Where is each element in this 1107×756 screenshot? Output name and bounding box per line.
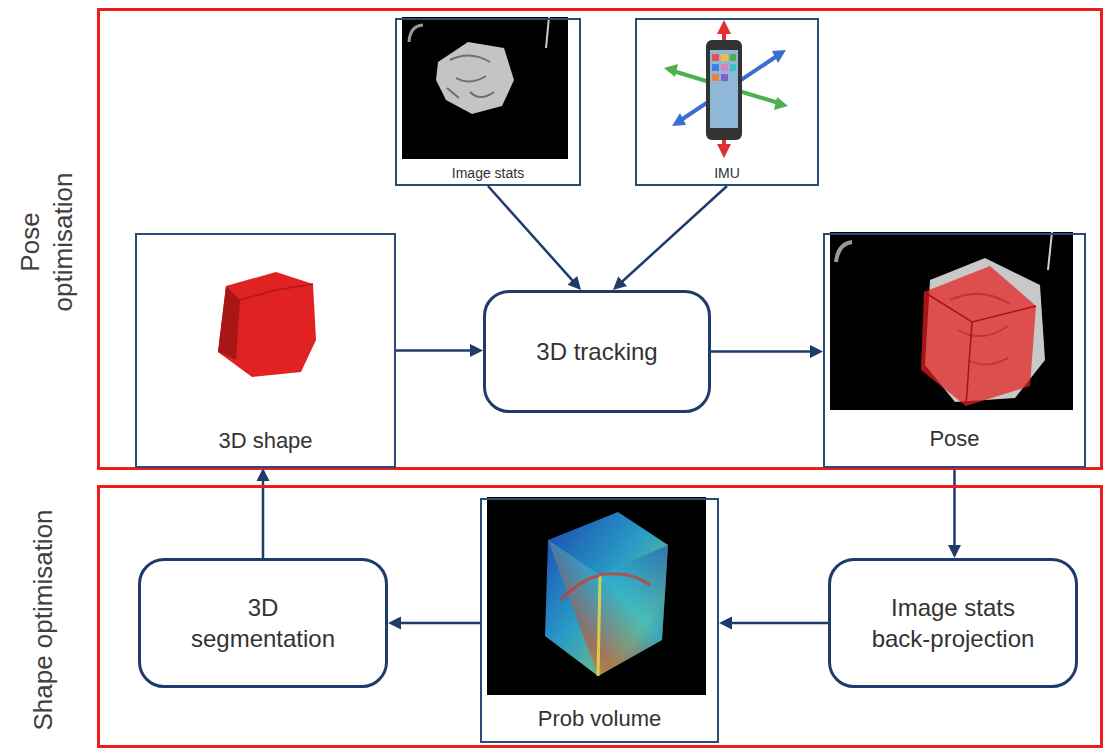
arrow-head (388, 616, 401, 629)
process-label: 3D tracking (536, 336, 657, 367)
pose-optimisation-band: Pose optimisationImage statsIMU3D shape3… (97, 8, 1103, 470)
connector-arrow (620, 186, 727, 283)
arrow-head (568, 276, 582, 290)
image-panel: IMU (635, 18, 819, 186)
pose-picture (830, 232, 1073, 410)
image-caption: 3D shape (137, 416, 394, 466)
process-box: Image stats back-projection (828, 558, 1078, 688)
arrow-head (470, 344, 483, 357)
shape-panel: 3D shape (135, 233, 396, 468)
process-label: 3D segmentation (178, 592, 348, 654)
prob-volume-picture (487, 497, 706, 695)
connector-arrow (396, 349, 473, 352)
section-label: Shape optimisation (27, 460, 60, 756)
arrow-head (613, 276, 627, 290)
image-panel: Image stats (395, 18, 581, 186)
image-panel: Prob volume (480, 498, 719, 743)
image-stats-picture (402, 17, 568, 159)
arrow-head (810, 345, 823, 358)
connector-arrow (398, 622, 480, 625)
connector-arrow (488, 186, 574, 283)
image-caption: Pose (825, 411, 1084, 466)
connector-arrow (711, 350, 813, 353)
connector-arrow (729, 622, 828, 625)
section-label: Pose optimisation (14, 157, 79, 327)
arrow-head (719, 617, 732, 630)
arrow-head (948, 545, 961, 558)
red-shape (218, 272, 316, 377)
imu-picture (664, 20, 788, 158)
image-caption: Prob volume (482, 696, 717, 741)
shape-optimisation-band: Shape optimisation3D segmentationProb vo… (97, 485, 1103, 748)
image-caption: Image stats (397, 162, 579, 184)
image-caption: IMU (637, 162, 817, 184)
process-box: 3D tracking (483, 290, 711, 413)
connector-arrow (262, 478, 265, 558)
process-label: Image stats back-projection (861, 592, 1046, 654)
process-box: 3D segmentation (138, 558, 388, 688)
image-panel: Pose (823, 233, 1086, 468)
connector-arrow (953, 468, 956, 548)
